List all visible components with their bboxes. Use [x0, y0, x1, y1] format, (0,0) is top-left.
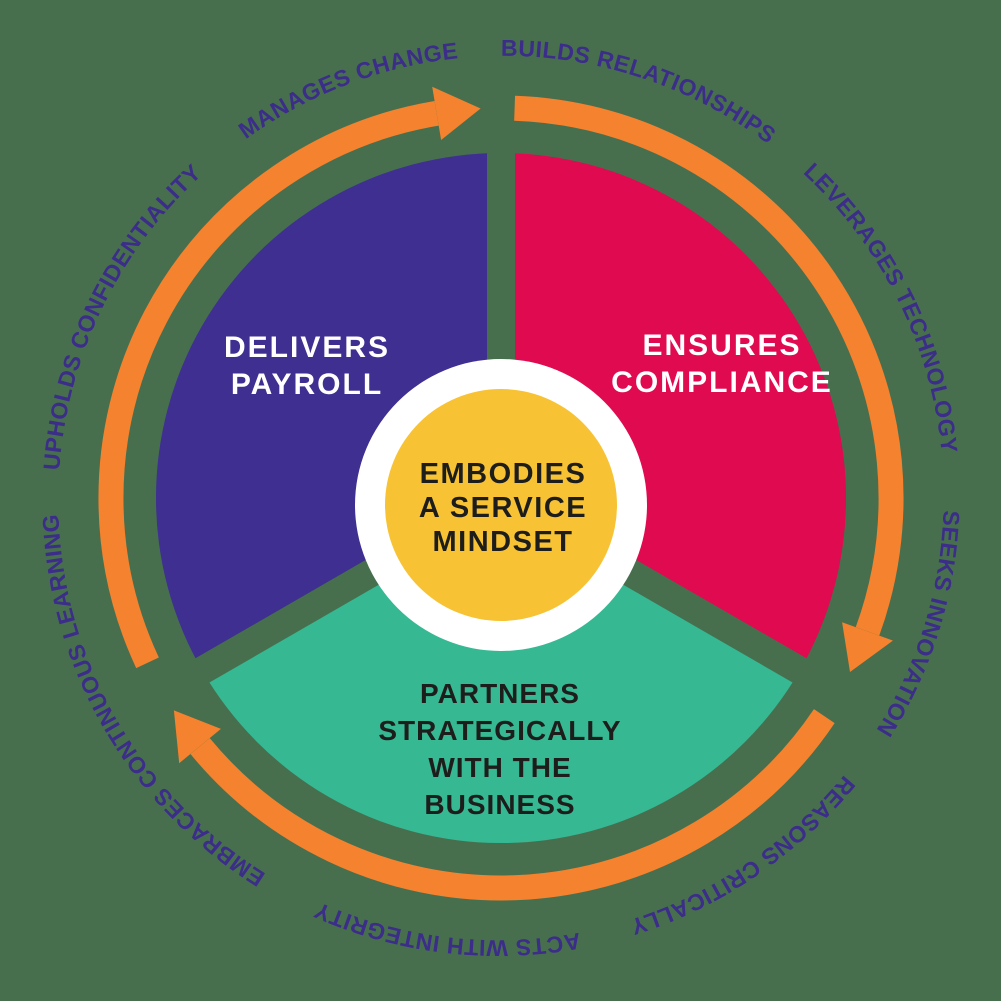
- segment-label-partners-strategically: PARTNERS STRATEGICALLY WITH THE BUSINESS: [378, 678, 621, 820]
- segment-label-line: ENSURES: [642, 329, 801, 362]
- segment-label-line: DELIVERS: [224, 331, 390, 364]
- center-badge-line: EMBODIES: [420, 458, 587, 490]
- segment-label-line: STRATEGICALLY: [378, 715, 621, 746]
- cycle-arrow-arc: [190, 709, 835, 901]
- cycle-arrow-head-icon: [432, 86, 481, 140]
- segment-label-line: COMPLIANCE: [611, 366, 833, 399]
- cycle-arrow-arc: [514, 95, 904, 636]
- center-badge-circle: [385, 389, 617, 621]
- segment-label-line: PARTNERS: [420, 678, 580, 709]
- cycle-arrow-head-icon: [842, 622, 893, 672]
- center-badge-label: EMBODIES A SERVICE MINDSET: [419, 458, 587, 558]
- segment-label-ensures-compliance: ENSURES COMPLIANCE: [611, 329, 833, 399]
- cycle-arrow-arc: [98, 100, 439, 669]
- cycle-arrows: [98, 86, 904, 901]
- cycle-arrow-head-icon: [173, 710, 221, 764]
- center-badge-line: MINDSET: [433, 526, 574, 558]
- segment-label-line: BUSINESS: [424, 789, 575, 820]
- segment-label-line: WITH THE: [428, 752, 571, 783]
- segment-label-delivers-payroll: DELIVERS PAYROLL: [224, 331, 390, 401]
- center-badge-line: A SERVICE: [419, 492, 587, 524]
- segment-label-line: PAYROLL: [231, 368, 383, 401]
